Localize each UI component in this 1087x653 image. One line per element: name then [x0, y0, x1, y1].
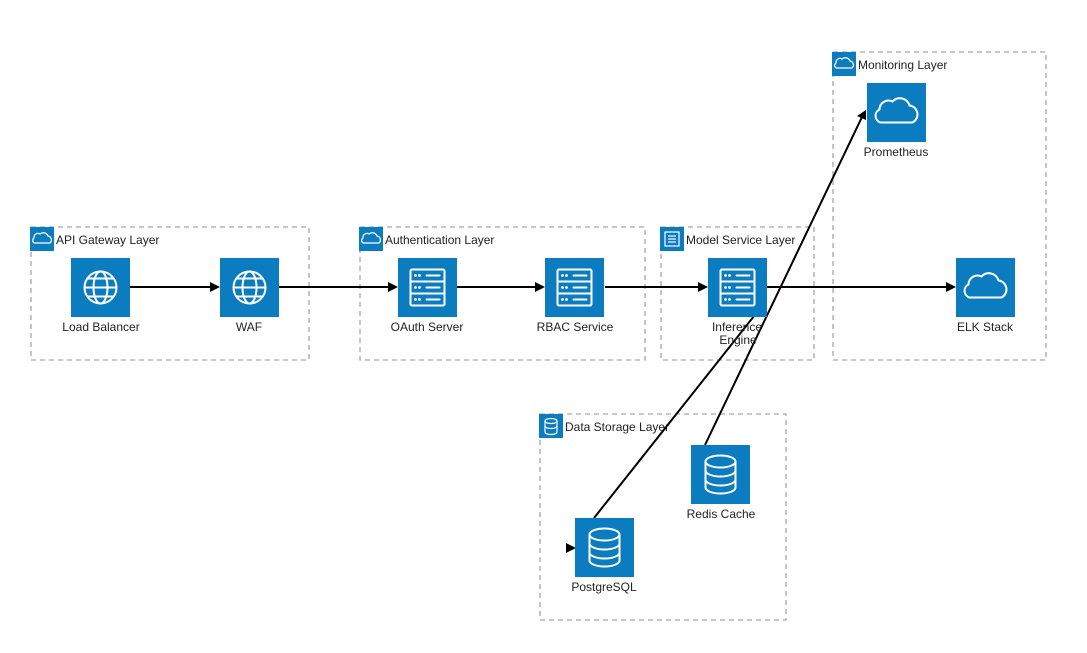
node-rbac-service[interactable]: RBAC Service [537, 258, 614, 334]
node-load-balancer[interactable]: Load Balancer [62, 258, 140, 334]
group-monitoring-layer: Monitoring Layer [831, 51, 1047, 361]
node-waf[interactable]: WAF [220, 258, 279, 334]
edge-load-balancer-to-waf [130, 282, 220, 292]
group-api-gateway-layer: API Gateway Layer [29, 226, 310, 361]
arrowhead [535, 282, 545, 292]
group-label: Model Service Layer [686, 233, 795, 247]
arrowhead [946, 282, 956, 292]
arrowhead [566, 543, 576, 553]
node-label-line2: Engine [719, 333, 757, 347]
arrowhead [698, 282, 708, 292]
group-authentication-layer: Authentication Layer [358, 226, 646, 361]
node-label: ELK Stack [957, 320, 1014, 334]
group-label: Authentication Layer [385, 233, 494, 247]
node-oauth-server[interactable]: OAuth Server [391, 258, 464, 334]
node-label: Load Balancer [62, 320, 139, 334]
node-label-line1: Inference [712, 320, 762, 334]
server-icon [556, 268, 593, 307]
edge-waf-to-oauth-server [279, 282, 398, 292]
node-inference-engine[interactable]: Inference Engine [708, 258, 767, 347]
document-icon [659, 226, 685, 252]
node-postgresql[interactable]: PostgreSQL [571, 518, 637, 594]
server-icon [719, 268, 756, 307]
group-label: Data Storage Layer [565, 420, 669, 434]
server-icon [409, 268, 446, 307]
node-label: WAF [236, 320, 262, 334]
group-label: API Gateway Layer [56, 233, 159, 247]
cloud-icon [358, 226, 384, 252]
arrowhead [857, 110, 866, 120]
edge-rbac-service-to-inference-engine [605, 282, 708, 292]
node-label: OAuth Server [391, 320, 464, 334]
edge-inference-engine-to-elk-stack [767, 282, 956, 292]
arrowhead [388, 282, 398, 292]
group-label: Monitoring Layer [858, 58, 947, 72]
node-label: Redis Cache [687, 507, 756, 521]
cloud-icon [831, 51, 857, 77]
group-model-service-layer: Model Service Layer [659, 226, 815, 361]
node-redis-cache[interactable]: Redis Cache [687, 445, 756, 521]
group-data-storage-layer: Data Storage Layer [538, 413, 787, 621]
edge-inference-engine-to-postgresql [566, 305, 763, 553]
edge-oauth-server-to-rbac-service [457, 282, 545, 292]
arrowhead [210, 282, 220, 292]
cloud-icon [29, 226, 55, 252]
node-label: Prometheus [864, 145, 929, 159]
database-icon [538, 413, 564, 439]
node-prometheus[interactable]: Prometheus [864, 83, 929, 159]
edge-redis-cache-to-prometheus [704, 110, 866, 446]
node-elk-stack[interactable]: ELK Stack [956, 258, 1015, 334]
node-label: RBAC Service [537, 320, 614, 334]
node-label: PostgreSQL [571, 580, 637, 594]
